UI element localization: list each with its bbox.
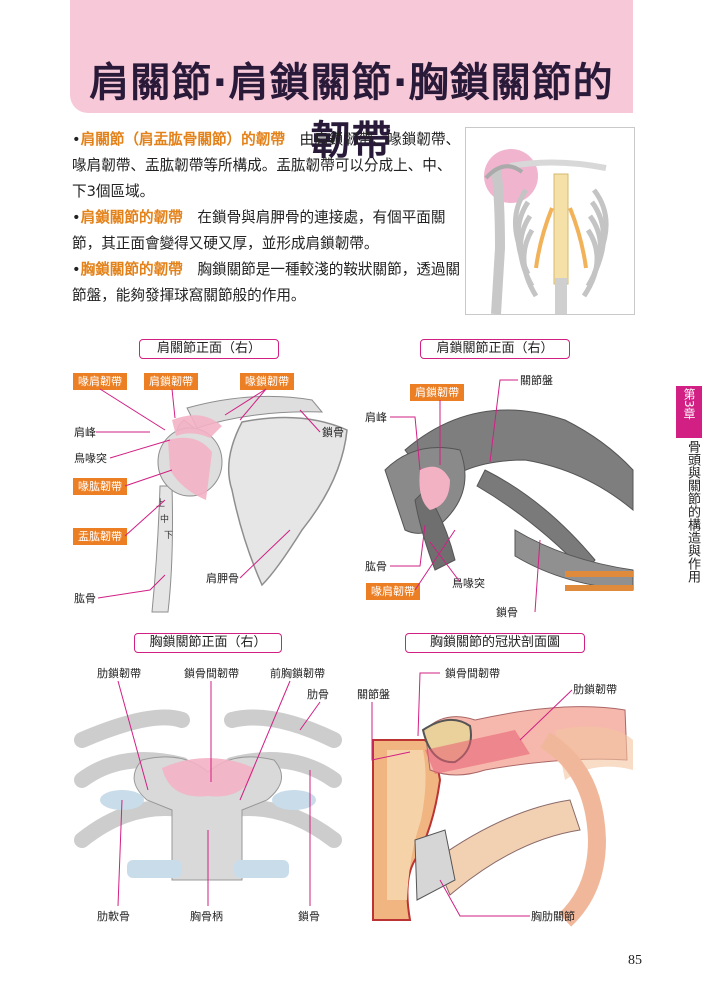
- thorax-illustration: [484, 149, 609, 315]
- title-band: 肩關節·肩鎖關節·胸鎖關節的韌帶: [70, 0, 633, 164]
- label-sc-costoclavicular: 肋鎖韌帶: [97, 667, 141, 680]
- label-middle: 中: [160, 515, 170, 525]
- label-coronal-sternocostal: 胸肋關節: [531, 910, 575, 923]
- sc-coronal-illustration: [372, 706, 633, 927]
- label-lower: 下: [164, 531, 174, 541]
- page-number: 85: [628, 953, 642, 968]
- keyword: 肩關節（肩盂肱骨關節）的韌帶: [80, 131, 285, 148]
- label-coracoid: 鳥喙突: [74, 452, 107, 465]
- label-ac-clavicle: 鎖骨: [496, 606, 518, 619]
- intro-paragraph-2: •肩鎖關節的韌帶 在鎖骨與肩胛骨的連接處，有個平面關節，其正面會變得又硬又厚，並…: [72, 209, 446, 252]
- label-ac-coracoacromial: 喙肩韌帶: [366, 583, 420, 600]
- label-scapula: 肩胛骨: [206, 572, 239, 585]
- chapter-title: 骨頭與關節的構造與作用: [685, 440, 700, 583]
- label-ac-humerus: 肱骨: [365, 560, 387, 573]
- label-ac-disc: 關節盤: [520, 374, 553, 387]
- tab-ac-front: 肩鎖關節正面（右）: [420, 339, 570, 359]
- label-coracohumeral-ligament: 喙肱韌帶: [73, 478, 127, 495]
- page-title: 肩關節·肩鎖關節·胸鎖關節的韌帶: [89, 60, 614, 164]
- label-glenohumeral-ligament: 盂肱韌帶: [73, 528, 127, 545]
- label-ac-acromion: 肩峰: [365, 411, 387, 424]
- intro-paragraph-1: •肩關節（肩盂肱骨關節）的韌帶 由肩鎖韌帶、喙鎖韌帶、喙肩韌帶、盂肱韌帶等所構成…: [72, 131, 461, 200]
- keyword: 肩鎖關節的韌帶: [80, 209, 183, 226]
- tab-shoulder-front: 肩關節正面（右）: [139, 339, 279, 359]
- shoulder-joint-illustration: [151, 395, 348, 613]
- label-clavicle: 鎖骨: [322, 426, 344, 439]
- label-sc-clavicle: 鎖骨: [298, 910, 320, 923]
- label-sc-costal-cartilage: 肋軟骨: [97, 910, 130, 923]
- label-coronal-interclavicular: 鎖骨間韌帶: [445, 667, 500, 680]
- tab-sc-coronal: 胸鎖關節的冠狀剖面圖: [405, 633, 585, 653]
- label-sc-manubrium: 胸骨柄: [190, 910, 223, 923]
- label-sc-rib: 肋骨: [307, 688, 329, 701]
- label-coronal-costoclavicular: 肋鎖韌帶: [573, 683, 617, 696]
- label-acromioclavicular-ligament: 肩鎖韌帶: [144, 373, 198, 390]
- tab-sc-front: 胸鎖關節正面（右）: [134, 633, 282, 653]
- intro-paragraph-3: •胸鎖關節的韌帶 胸鎖關節是一種較淺的鞍狀關節，透過關節盤，能夠發揮球窩關節般的…: [72, 261, 461, 304]
- sc-joint-illustration: [74, 709, 342, 881]
- chapter-tab: 第3章: [676, 386, 702, 438]
- label-acromion: 肩峰: [74, 426, 96, 439]
- label-ac-coracoid: 鳥喙突: [452, 577, 485, 590]
- label-coracoclavicular-ligament: 喙鎖韌帶: [240, 373, 294, 390]
- ac-joint-illustration: [384, 409, 634, 591]
- label-humerus: 肱骨: [74, 592, 96, 605]
- intro-text: •肩關節（肩盂肱骨關節）的韌帶 由肩鎖韌帶、喙鎖韌帶、喙肩韌帶、盂肱韌帶等所構成…: [72, 127, 464, 309]
- skeleton-thumbnail: [465, 127, 635, 315]
- keyword: 胸鎖關節的韌帶: [80, 261, 183, 278]
- label-coronal-disc: 關節盤: [357, 688, 390, 701]
- label-sc-interclavicular: 鎖骨間韌帶: [184, 667, 239, 680]
- label-sc-anterior: 前胸鎖韌帶: [270, 667, 325, 680]
- label-ac-acromioclavicular: 肩鎖韌帶: [410, 384, 464, 401]
